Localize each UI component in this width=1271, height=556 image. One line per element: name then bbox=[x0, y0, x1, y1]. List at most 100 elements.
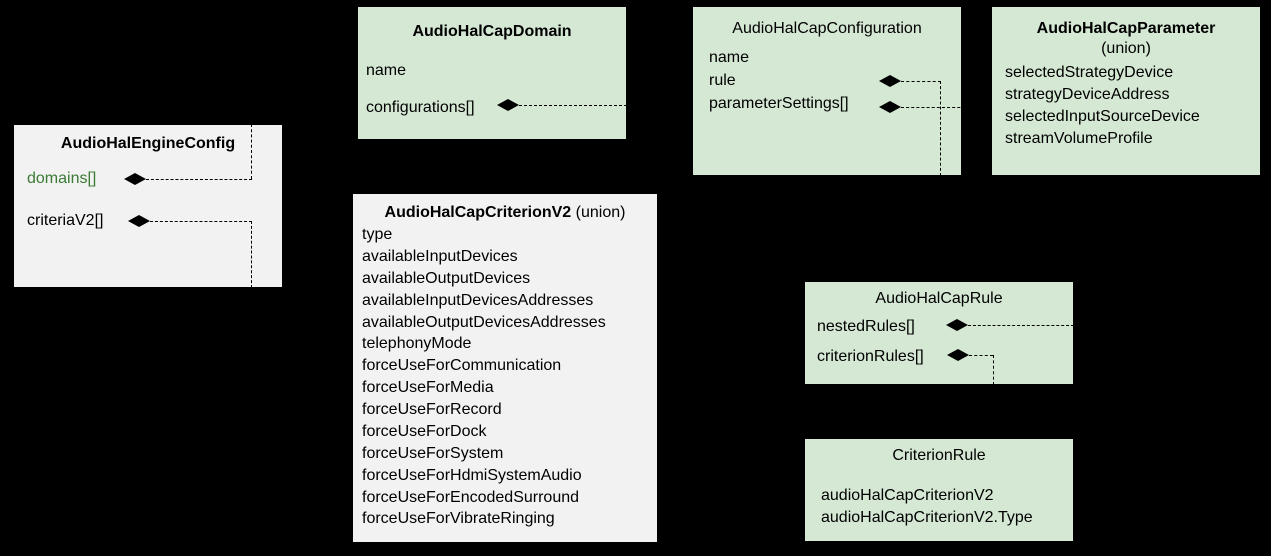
fields-criterionrule: audioHalCapCriterionV2 audioHalCapCriter… bbox=[821, 487, 1033, 528]
field-forceuseforhdmisystemaudio[interactable]: forceUseForHdmiSystemAudio bbox=[362, 467, 606, 486]
connector-parametersettings-horizontal bbox=[901, 107, 991, 108]
class-title-text: AudioHalCapRule bbox=[875, 290, 1003, 307]
class-title-text: AudioHalCapParameter bbox=[1036, 20, 1216, 37]
field-configurations[interactable]: configurations[] bbox=[366, 99, 475, 117]
field-label: strategyDeviceAddress bbox=[1005, 85, 1170, 103]
field-strategydeviceaddress[interactable]: strategyDeviceAddress bbox=[1005, 86, 1200, 105]
connector-configurations-horizontal bbox=[519, 105, 692, 106]
field-streamvolumeprofile[interactable]: streamVolumeProfile bbox=[1005, 130, 1200, 149]
class-title-audiohalengineconfig: AudioHalEngineConfig bbox=[14, 135, 282, 153]
connector-criteriav2-horizontal bbox=[150, 221, 252, 222]
field-availableoutputdevicesaddresses[interactable]: availableOutputDevicesAddresses bbox=[362, 314, 606, 333]
aggregation-diamond-nestedrules bbox=[946, 319, 968, 331]
field-label: forceUseForHdmiSystemAudio bbox=[362, 466, 582, 484]
class-title-audiohalcapdomain: AudioHalCapDomain bbox=[358, 23, 626, 41]
field-selectedstrategydevice[interactable]: selectedStrategyDevice bbox=[1005, 64, 1200, 83]
field-selectedinputsourcedevice[interactable]: selectedInputSourceDevice bbox=[1005, 108, 1200, 127]
field-label: name bbox=[709, 49, 750, 66]
field-forceuseforencodedsurround[interactable]: forceUseForEncodedSurround bbox=[362, 489, 606, 508]
field-label: streamVolumeProfile bbox=[1005, 129, 1153, 147]
field-name[interactable]: name bbox=[366, 62, 406, 80]
field-label: forceUseForSystem bbox=[362, 444, 504, 462]
field-label: telephonyMode bbox=[362, 335, 472, 353]
field-forceusefordock[interactable]: forceUseForDock bbox=[362, 423, 606, 442]
field-label: availableInputDevices bbox=[362, 247, 518, 265]
field-forceuseforrecord[interactable]: forceUseForRecord bbox=[362, 401, 606, 420]
class-title-audiohalcaprule: AudioHalCapRule bbox=[805, 290, 1073, 308]
field-label: selectedInputSourceDevice bbox=[1005, 107, 1200, 125]
field-label: forceUseForDock bbox=[362, 422, 487, 440]
field-forceuseformedia[interactable]: forceUseForMedia bbox=[362, 379, 606, 398]
class-title-audiohalcapcriterionv2: AudioHalCapCriterionV2 (union) bbox=[353, 204, 657, 222]
class-title-audiohalcapparameter: AudioHalCapParameter bbox=[992, 20, 1260, 38]
aggregation-diamond-domains bbox=[124, 173, 146, 185]
class-title-text: AudioHalCapConfiguration bbox=[732, 20, 922, 37]
class-title-criterionrule: CriterionRule bbox=[805, 447, 1073, 465]
field-label: rule bbox=[709, 71, 736, 89]
field-label: availableOutputDevicesAddresses bbox=[362, 313, 606, 331]
field-label: forceUseForVibrateRinging bbox=[362, 510, 555, 528]
field-label: audioHalCapCriterionV2.Type bbox=[821, 508, 1033, 526]
class-box-audiohalcapcriterionv2[interactable]: AudioHalCapCriterionV2 (union) type avai… bbox=[352, 193, 658, 543]
aggregation-diamond-criterionrules bbox=[947, 349, 969, 361]
class-box-audiohalengineconfig[interactable]: AudioHalEngineConfig domains[] criteriaV… bbox=[13, 124, 283, 288]
field-label: nestedRules[] bbox=[817, 318, 915, 335]
class-box-audiohalcapdomain[interactable]: AudioHalCapDomain name configurations[] bbox=[357, 6, 627, 140]
field-rule[interactable]: rule bbox=[709, 72, 849, 91]
connector-criterionrules-vertical bbox=[993, 355, 994, 385]
field-criterionrules[interactable]: criterionRules[] bbox=[817, 348, 924, 366]
field-label: audioHalCapCriterionV2 bbox=[821, 487, 994, 504]
field-forceuseforsystem[interactable]: forceUseForSystem bbox=[362, 445, 606, 464]
class-box-criterionrule[interactable]: CriterionRule audioHalCapCriterionV2 aud… bbox=[804, 438, 1074, 542]
field-availableoutputdevices[interactable]: availableOutputDevices bbox=[362, 270, 606, 289]
field-label: criterionRules[] bbox=[817, 348, 924, 365]
connector-criteriav2-vertical bbox=[251, 221, 252, 288]
connector-rule-vertical bbox=[940, 81, 941, 176]
class-title-suffix-audiohalcapparameter: (union) bbox=[992, 40, 1260, 58]
field-nestedrules[interactable]: nestedRules[] bbox=[817, 318, 915, 336]
field-label: forceUseForCommunication bbox=[362, 357, 562, 375]
fields-audiohalcapparameter: selectedStrategyDevice strategyDeviceAdd… bbox=[1005, 64, 1200, 149]
field-audiohalcapcriterionv2[interactable]: audioHalCapCriterionV2 bbox=[821, 487, 1033, 506]
field-label: availableInputDevicesAddresses bbox=[362, 291, 594, 309]
class-box-audiohalcaprule[interactable]: AudioHalCapRule nestedRules[] criterionR… bbox=[804, 281, 1074, 385]
field-label: criteriaV2[] bbox=[27, 212, 104, 229]
aggregation-diamond-criteriav2 bbox=[128, 215, 150, 227]
field-parametersettings[interactable]: parameterSettings[] bbox=[709, 95, 849, 114]
class-title-audiohalcapconfiguration: AudioHalCapConfiguration bbox=[693, 20, 961, 38]
connector-domains-vertical bbox=[251, 124, 252, 179]
field-label: forceUseForMedia bbox=[362, 379, 494, 397]
aggregation-diamond-rule bbox=[879, 75, 901, 87]
fields-audiohalcapconfiguration: name rule parameterSettings[] bbox=[709, 49, 849, 114]
class-box-audiohalcapconfiguration[interactable]: AudioHalCapConfiguration name rule param… bbox=[692, 6, 962, 176]
connector-criterionrules-horizontal bbox=[969, 355, 993, 356]
class-box-audiohalcapparameter[interactable]: AudioHalCapParameter (union) selectedStr… bbox=[991, 6, 1261, 176]
field-label: availableOutputDevices bbox=[362, 269, 531, 287]
field-audiohalcapcriterionv2-type[interactable]: audioHalCapCriterionV2.Type bbox=[821, 509, 1033, 528]
field-label: parameterSettings[] bbox=[709, 94, 849, 112]
field-label: type bbox=[362, 226, 393, 243]
connector-rule-horizontal bbox=[901, 81, 941, 82]
field-forceuseforcommunication[interactable]: forceUseForCommunication bbox=[362, 357, 606, 376]
class-title-suffix: (union) bbox=[575, 204, 626, 221]
connector-nestedrules-horizontal bbox=[968, 325, 1074, 326]
connector-domains-horizontal bbox=[146, 179, 252, 180]
field-label: name bbox=[366, 62, 407, 79]
aggregation-diamond-configurations bbox=[497, 99, 519, 111]
class-title-text: CriterionRule bbox=[892, 447, 986, 464]
field-type[interactable]: type bbox=[362, 226, 606, 245]
class-title-text: AudioHalEngineConfig bbox=[60, 135, 236, 152]
field-criteriav2[interactable]: criteriaV2[] bbox=[27, 212, 103, 230]
field-telephonymode[interactable]: telephonyMode bbox=[362, 335, 606, 354]
field-availableinputdevicesaddresses[interactable]: availableInputDevicesAddresses bbox=[362, 292, 606, 311]
field-label: configurations[] bbox=[366, 99, 475, 116]
fields-audiohalcapcriterionv2: type availableInputDevices availableOutp… bbox=[362, 226, 606, 529]
field-domains[interactable]: domains[] bbox=[27, 170, 96, 188]
field-name[interactable]: name bbox=[709, 49, 849, 68]
class-title-text: AudioHalCapCriterionV2 bbox=[384, 204, 572, 221]
field-availableinputdevices[interactable]: availableInputDevices bbox=[362, 248, 606, 267]
field-forceuseforvibrateringing[interactable]: forceUseForVibrateRinging bbox=[362, 510, 606, 529]
field-label: forceUseForEncodedSurround bbox=[362, 488, 580, 506]
aggregation-diamond-parametersettings bbox=[879, 101, 901, 113]
